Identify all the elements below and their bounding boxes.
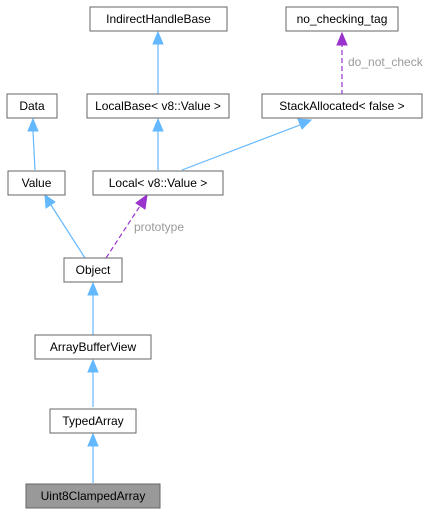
arrowhead: [87, 358, 99, 373]
node-value[interactable]: Value: [7, 170, 66, 196]
node-label: IndirectHandleBase: [106, 12, 211, 26]
arrowhead: [87, 432, 99, 447]
node-label: LocalBase< v8::Value >: [95, 99, 221, 113]
node-label: TypedArray: [62, 414, 123, 428]
node-typed-array[interactable]: TypedArray: [49, 408, 137, 434]
node-data[interactable]: Data: [6, 93, 58, 119]
node-label: Value: [22, 176, 52, 190]
arrowhead: [297, 118, 313, 130]
arrowhead: [135, 193, 148, 210]
edge-local-to-stackallocated: [181, 124, 301, 171]
node-object[interactable]: Object: [63, 257, 123, 283]
node-label: no_checking_tag: [297, 12, 388, 26]
node-stack-allocated[interactable]: StackAllocated< false >: [261, 93, 423, 119]
node-label: ArrayBufferView: [50, 340, 137, 354]
arrowhead: [87, 281, 99, 296]
edge-label-do-not-check: do_not_check: [348, 55, 424, 69]
node-label: Object: [76, 263, 111, 277]
node-uint8-clamped-array[interactable]: Uint8ClampedArray: [25, 483, 161, 509]
edge-object-to-value: [50, 204, 86, 259]
arrowhead: [44, 193, 56, 209]
node-label: Uint8ClampedArray: [41, 489, 146, 503]
node-label: Data: [19, 99, 45, 113]
arrowhead: [152, 117, 164, 132]
edge-object-to-local: [105, 205, 141, 259]
node-label: StackAllocated< false >: [279, 99, 404, 113]
node-array-buffer-view[interactable]: ArrayBufferView: [34, 334, 152, 360]
edge-value-to-data: [32, 130, 36, 171]
node-no-checking-tag[interactable]: no_checking_tag: [285, 6, 399, 32]
node-indirect-handle-base[interactable]: IndirectHandleBase: [89, 6, 228, 32]
node-label: Local< v8::Value >: [109, 176, 208, 190]
edge-label-prototype: prototype: [134, 220, 184, 234]
node-local-base[interactable]: LocalBase< v8::Value >: [86, 93, 230, 119]
arrowhead: [152, 30, 164, 45]
node-local[interactable]: Local< v8::Value >: [92, 170, 224, 196]
arrowhead: [336, 31, 348, 46]
arrowhead: [27, 117, 39, 132]
